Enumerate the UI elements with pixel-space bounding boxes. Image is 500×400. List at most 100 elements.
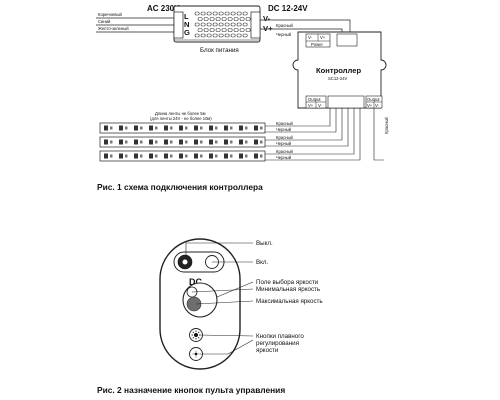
led-resistor (170, 154, 173, 158)
strip-3-red-label: Красный (276, 149, 294, 154)
led-chip (179, 125, 183, 131)
vent-slot (194, 33, 200, 38)
led-resistor (185, 140, 188, 144)
led-chip (239, 139, 243, 145)
led-resistor (260, 126, 263, 130)
led-resistor (230, 126, 233, 130)
vent-slot (236, 33, 242, 38)
led-chip (179, 153, 183, 159)
label-on: Вкл. (256, 259, 269, 266)
ctrl-output-left-label: Output (308, 97, 321, 102)
vent-slot (197, 17, 203, 21)
led-chip (224, 139, 228, 145)
led-chip (194, 125, 198, 131)
led-resistor (200, 126, 203, 130)
led-chip (254, 125, 258, 131)
vent-slot (233, 28, 239, 32)
led-resistor (245, 126, 248, 130)
vent-slot (221, 28, 227, 32)
led-resistor (230, 154, 233, 158)
mains-wire-label-brown: Коричневый (98, 12, 122, 17)
vent-slot (218, 33, 224, 38)
led-resistor (230, 140, 233, 144)
led-chip (104, 139, 108, 145)
led-chip (149, 139, 153, 145)
led-resistor (215, 154, 218, 158)
strip-2-red-label: Красный (276, 135, 294, 140)
led-resistor (125, 140, 128, 144)
mains-wire-label-blue: Синий (98, 19, 111, 24)
led-resistor (125, 154, 128, 158)
label-max-brightness: Максимальная яркость (256, 298, 323, 305)
figure-1: Коричневый Синий Желто-зеленый AC 230V D… (96, 4, 389, 192)
vent-slot (209, 17, 215, 21)
vent-slot (215, 28, 221, 32)
ctrl-output-left-vminus: V- (318, 103, 323, 108)
terminal-n: N (184, 20, 189, 29)
strip-length-note: Длина ленты не более 5м (155, 111, 206, 116)
vent-slot (224, 11, 230, 16)
led-chip (254, 153, 258, 159)
label-smooth-line-3: яркости (256, 347, 279, 354)
terminal-v-minus: V- (263, 14, 271, 23)
led-chip (134, 125, 138, 131)
led-resistor (185, 154, 188, 158)
mains-wires (96, 17, 174, 33)
vent-slot (227, 28, 233, 32)
led-resistor (140, 154, 143, 158)
vent-slot (230, 22, 236, 27)
vent-slot (221, 17, 227, 21)
vent-slot (215, 17, 221, 21)
led-chip (194, 139, 198, 145)
mains-wire-label-yellowgreen: Желто-зеленый (98, 26, 129, 31)
vent-slot (194, 11, 200, 16)
led-resistor (110, 126, 113, 130)
led-chip (119, 139, 123, 145)
remote-dc-label: DC (189, 277, 202, 287)
figure-2-caption: Рис. 2 назначение кнопок пульта управлен… (97, 385, 285, 395)
led-resistor (155, 126, 158, 130)
psu-out-wire-red: Красный (276, 23, 294, 28)
vent-slot (218, 22, 224, 27)
vent-slot (200, 33, 206, 38)
strip-2-black-label: Черный (276, 141, 292, 146)
led-chip (134, 153, 138, 159)
led-chip (224, 125, 228, 131)
led-resistor (125, 126, 128, 130)
psu-output-wires (260, 19, 351, 32)
vent-slot (230, 33, 236, 38)
dc-voltage-label: DC 12-24V (268, 4, 308, 13)
ctrl-output-right-vminus: V- (375, 103, 380, 108)
led-strips (99, 122, 266, 162)
led-chip (104, 125, 108, 131)
vent-slot (239, 17, 245, 21)
led-resistor (155, 140, 158, 144)
vent-slot (197, 28, 203, 32)
strip-wires (265, 108, 384, 161)
vent-slot (212, 11, 218, 16)
vent-slot (242, 11, 248, 16)
ctrl-output-right-label: Output (367, 97, 380, 102)
ctrl-power-v-minus: V- (308, 35, 313, 40)
strip-1-red-label: Красный (276, 121, 294, 126)
led-strip (99, 122, 266, 134)
ctrl-output-left-vplus: V+ (308, 103, 314, 108)
led-resistor (170, 126, 173, 130)
vent-slot (245, 28, 251, 32)
led-chip (119, 125, 123, 131)
controller-output-center (327, 95, 365, 109)
label-smooth-line-2: регулирования (256, 340, 299, 347)
led-chip (194, 153, 198, 159)
ctrl-model: SC12-24V (328, 76, 348, 81)
vent-slot (242, 33, 248, 38)
led-resistor (215, 126, 218, 130)
vent-slot (236, 11, 242, 16)
vent-slot (209, 28, 215, 32)
led-resistor (200, 140, 203, 144)
led-chip (209, 153, 213, 159)
led-resistor (155, 154, 158, 158)
vent-slot (203, 28, 209, 32)
strip-1-black-label: Черный (276, 127, 292, 132)
led-strip (99, 136, 266, 148)
